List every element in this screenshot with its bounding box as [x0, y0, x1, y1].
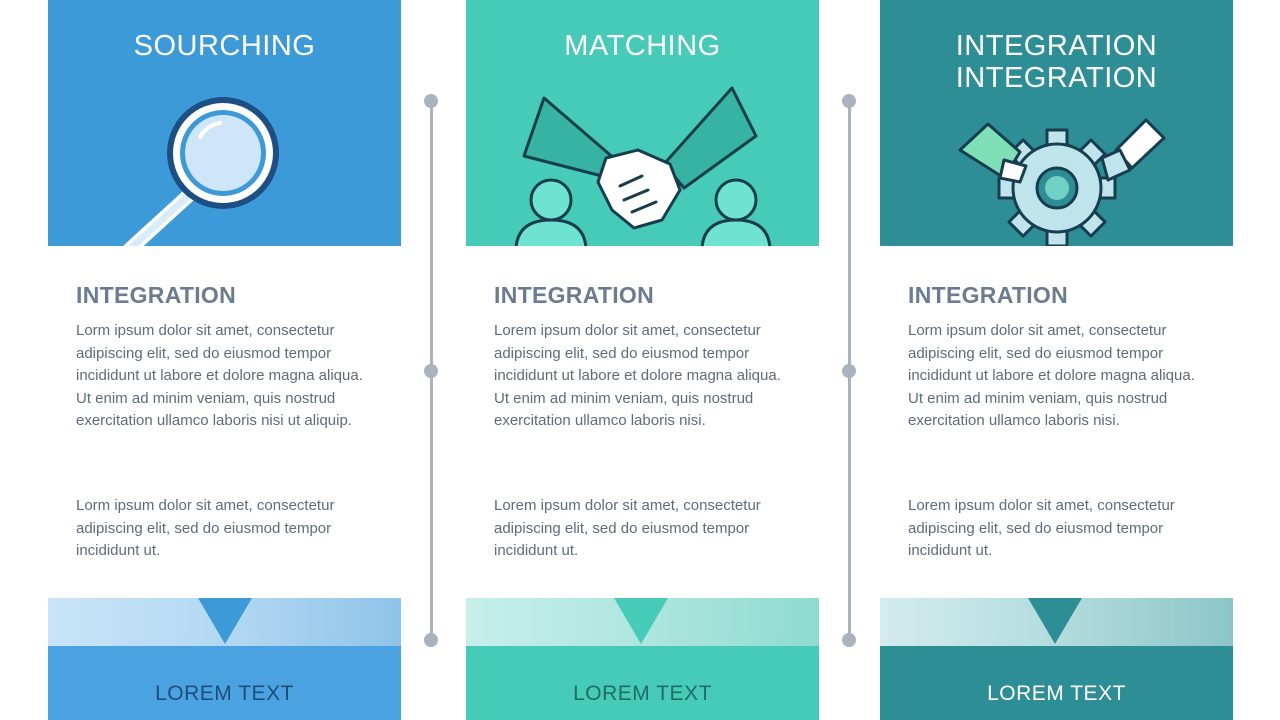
body-paragraph: Lorm ipsum dolor sit amet, consectetur a… [908, 322, 1195, 430]
body-paragraph: Lorm ipsum dolor sit amet, consectetur a… [76, 322, 363, 430]
footer-label: LOREM TEXT [573, 682, 712, 705]
body-paragraph: Lorm ipsum dolor sit amet, consectetur a… [76, 497, 335, 560]
pointer-band [466, 598, 819, 646]
handshake-icon [514, 86, 772, 246]
section-heading: INTEGRATION [494, 282, 655, 308]
pointer-arrow-icon [198, 598, 252, 644]
body-paragraph: Lorem ipsum dolor sit amet, consectetur … [494, 497, 761, 560]
connector-dot [842, 94, 856, 108]
connector-dot [842, 633, 856, 647]
column-integration: INTEGRATION INTEGRATION [880, 0, 1233, 720]
column-header: MATCHING [466, 0, 819, 246]
connector-dot [424, 364, 438, 378]
pointer-arrow-icon [1028, 598, 1082, 644]
section-heading: INTEGRATION [908, 282, 1069, 308]
footer-label: LOREM TEXT [155, 682, 294, 705]
pointer-band [48, 598, 401, 646]
pointer-arrow-icon [614, 598, 668, 644]
column-sourcing: SOURCHING INTEGRATION Lorm ipsum dolor s… [48, 0, 401, 720]
connector-dot [424, 94, 438, 108]
connector-dot [424, 633, 438, 647]
pointer-band [880, 598, 1233, 646]
column-footer: LOREM TEXT [48, 646, 401, 720]
timeline-connector [842, 94, 856, 648]
column-header: SOURCHING [48, 0, 401, 246]
body-paragraph: Lorem ipsum dolor sit amet, consectetur … [494, 322, 781, 430]
magnifying-glass-icon [123, 97, 279, 246]
connector-dot [842, 364, 856, 378]
column-footer: LOREM TEXT [466, 646, 819, 720]
column-footer: LOREM TEXT [880, 646, 1233, 720]
column-title: SOURCHING [133, 30, 316, 62]
gear-hands-icon [958, 118, 1166, 246]
section-heading: INTEGRATION [76, 282, 237, 308]
body-paragraph: Lorem ipsum dolor sit amet, consectetur … [908, 497, 1175, 560]
column-header: INTEGRATION INTEGRATION [880, 0, 1233, 246]
footer-label: LOREM TEXT [987, 682, 1126, 705]
column-title: MATCHING [564, 30, 721, 62]
column-matching: MATCHING INTEGRATION Lorem ipsum dolor s… [466, 0, 819, 720]
column-title: INTEGRATION INTEGRATION [955, 30, 1158, 94]
timeline-connector [424, 94, 438, 648]
